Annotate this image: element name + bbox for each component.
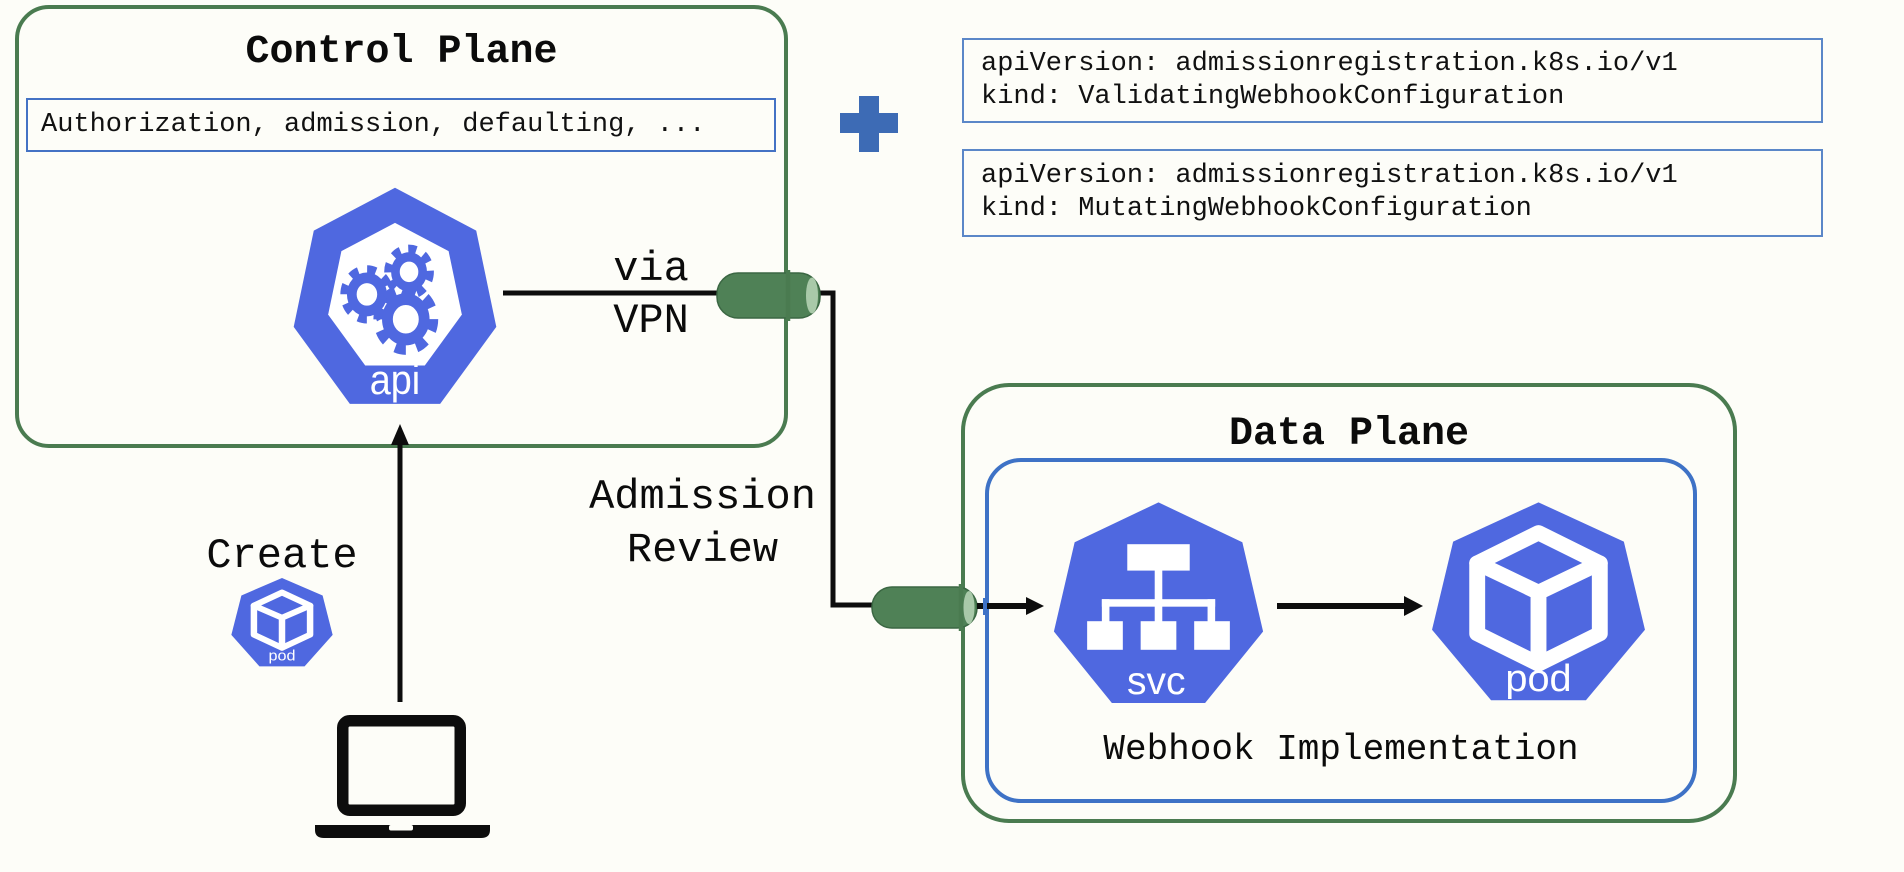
svc-to-pod-arrow-head: [1404, 596, 1423, 616]
via-vpn-line2: VPN: [613, 297, 689, 345]
admission-review-line2: Review: [626, 526, 779, 574]
service-tree-icon: [1087, 544, 1230, 650]
vpn-tunnel-icon-bottom: [871, 586, 978, 629]
admission-pipeline-label: Authorization, admission, defaulting, ..…: [41, 110, 706, 140]
client-pod-icon: pod: [231, 577, 333, 667]
admission-review-line1: Admission: [589, 473, 816, 521]
create-arrow-head: [391, 424, 409, 445]
vpn-tunnel-icon-top: [716, 272, 821, 319]
validating-config-line1: apiVersion: admissionregistration.k8s.io…: [981, 48, 1678, 79]
via-vpn-label: via VPN: [598, 243, 704, 347]
pod-cube-icon: [250, 589, 314, 651]
mutating-config-line1: apiVersion: admissionregistration.k8s.io…: [981, 161, 1678, 191]
validating-webhook-config-box: apiVersion: admissionregistration.k8s.io…: [962, 38, 1823, 123]
tunnel-to-svc-arrow-head: [1026, 597, 1044, 615]
svc-icon-label: svc: [1127, 660, 1186, 703]
data-plane-title: Data Plane: [1228, 412, 1470, 457]
via-vpn-line1: via: [613, 245, 689, 293]
admission-review-label: Admission Review: [540, 471, 865, 577]
laptop-icon: [315, 715, 490, 838]
mutating-webhook-config-box: apiVersion: admissionregistration.k8s.io…: [962, 149, 1823, 237]
client-pod-icon-label: pod: [269, 648, 296, 664]
pod-icon-label: pod: [1505, 658, 1571, 700]
admission-pipeline-box: Authorization, admission, defaulting, ..…: [26, 98, 776, 152]
api-icon-label: api: [370, 357, 420, 403]
gears-icon: [340, 244, 439, 355]
data-plane-pod-icon: pod: [1432, 502, 1645, 701]
webhook-implementation-box: [985, 458, 1697, 803]
control-plane-title: Control Plane: [245, 30, 558, 75]
kubernetes-service-icon: svc: [1053, 502, 1264, 704]
webhook-implementation-label: Webhook Implementation: [1103, 729, 1579, 770]
kubernetes-api-server-icon: api: [293, 187, 497, 404]
mutating-config-line2: kind: MutatingWebhookConfiguration: [981, 194, 1532, 224]
admission-review-path: [819, 290, 874, 608]
validating-config-line2: kind: ValidatingWebhookConfiguration: [981, 81, 1565, 112]
plus-icon: [840, 96, 898, 152]
create-label: Create: [206, 532, 358, 580]
pod-cube-icon: [1469, 525, 1608, 672]
